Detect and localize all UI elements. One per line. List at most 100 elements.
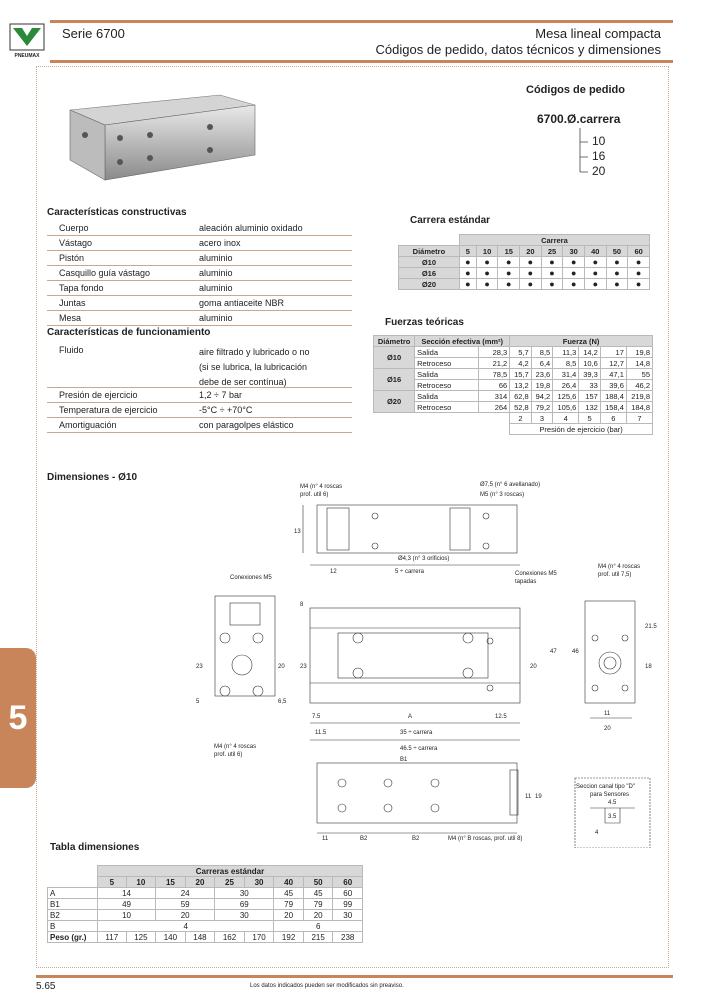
table-header: 40 xyxy=(583,245,607,257)
footer-rule xyxy=(36,975,673,978)
table-cell: 105,6 xyxy=(552,401,580,413)
svg-text:B2: B2 xyxy=(412,836,420,842)
svg-text:11: 11 xyxy=(322,836,329,842)
table-cell: ● xyxy=(519,278,542,290)
header-rule xyxy=(50,20,673,23)
table-cell: 14,8 xyxy=(625,357,654,369)
table-cell: ● xyxy=(540,278,564,290)
table-header: Ø20 xyxy=(372,390,416,413)
table-cell: ● xyxy=(605,278,629,290)
table-cell: ● xyxy=(583,278,607,290)
table-cell: 188,4 xyxy=(599,390,627,402)
svg-text:B1: B1 xyxy=(400,757,408,763)
table-cell: Salida xyxy=(414,346,479,358)
table-cell: 55 xyxy=(625,368,654,380)
table-cell: 26,4 xyxy=(552,379,580,391)
spec-row: Fluido aire filtrado y lubricado o no (s… xyxy=(47,343,352,388)
forces-heading: Fuerzas teóricas xyxy=(385,317,464,328)
table-cell: 39,3 xyxy=(578,368,601,380)
table-header: Ø16 xyxy=(372,368,416,391)
table-cell: 46,2 xyxy=(625,379,654,391)
order-option: 16 xyxy=(592,149,606,163)
svg-text:M4 (n° B roscas, prof. util 8): M4 (n° B roscas, prof. util 8) xyxy=(448,836,522,842)
operation-heading: Características de funcionamiento xyxy=(47,327,211,338)
table-cell: 11,3 xyxy=(552,346,580,358)
footer-note: Los datos indicados pueden ser modificad… xyxy=(250,983,404,989)
table-cell: 219,8 xyxy=(625,390,654,402)
table-header: Ø10 xyxy=(372,346,416,369)
table-cell: 30 xyxy=(332,909,363,921)
table-cell: ● xyxy=(519,267,542,279)
svg-text:11.5: 11.5 xyxy=(315,730,327,736)
svg-text:M4 (n° 4 roscas: M4 (n° 4 roscas xyxy=(214,744,256,750)
page-number: 5.65 xyxy=(36,981,56,992)
dim-table-heading: Tabla dimensiones xyxy=(50,842,140,853)
table-cell: 20 xyxy=(302,909,334,921)
table-cell: Presión de ejercicio (bar) xyxy=(509,423,653,435)
table-cell: 10,6 xyxy=(578,357,601,369)
product-photo xyxy=(69,94,256,181)
table-cell: 132 xyxy=(578,401,601,413)
section-tab: 5 xyxy=(0,648,36,788)
table-cell: 21,2 xyxy=(477,357,511,369)
table-cell: 238 xyxy=(332,931,363,943)
page-title: Mesa lineal compacta xyxy=(535,26,661,41)
table-header: Ø10 xyxy=(398,256,460,268)
table-cell: 4 xyxy=(552,412,580,424)
table-cell: 20 xyxy=(273,909,304,921)
table-header: 50 xyxy=(605,245,629,257)
table-cell: 148 xyxy=(184,931,216,943)
table-cell: ● xyxy=(540,267,564,279)
svg-text:B2: B2 xyxy=(360,836,368,842)
table-header: 25 xyxy=(540,245,564,257)
table-cell: ● xyxy=(562,256,585,268)
table-row: Ø16●●●●●●●●● xyxy=(398,267,650,279)
svg-text:18: 18 xyxy=(645,664,652,670)
dimensions-heading: Dimensiones - Ø10 xyxy=(47,472,138,483)
table-cell: 13,2 xyxy=(509,379,532,391)
table-header: 10 xyxy=(125,876,157,888)
table-cell: 94,2 xyxy=(530,390,554,402)
table-cell: 192 xyxy=(273,931,304,943)
table-cell: 158,4 xyxy=(599,401,627,413)
table-row: Ø20●●●●●●●●● xyxy=(398,278,650,290)
stroke-heading: Carrera estándar xyxy=(410,215,491,226)
table-cell: 45 xyxy=(273,887,304,899)
svg-text:5: 5 xyxy=(196,699,200,705)
svg-text:Conexiones M5: Conexiones M5 xyxy=(515,571,557,577)
svg-text:PNEUMAX: PNEUMAX xyxy=(14,53,40,59)
table-cell: 14 xyxy=(96,887,157,899)
svg-text:5 ÷ carrera: 5 ÷ carrera xyxy=(395,569,425,575)
table-cell: 5,7 xyxy=(509,346,532,358)
table-row: Presión de ejercicio (bar) xyxy=(374,423,653,435)
svg-text:20: 20 xyxy=(604,726,611,732)
table-cell: 117 xyxy=(97,931,127,943)
order-code-bracket xyxy=(579,128,588,173)
svg-text:13: 13 xyxy=(294,529,301,535)
table-cell: 10 xyxy=(96,909,157,921)
table-cell xyxy=(398,234,460,246)
table-cell: B2 xyxy=(47,909,98,921)
svg-text:prof. util 6): prof. util 6) xyxy=(300,492,328,498)
table-cell: 30 xyxy=(214,887,275,899)
table-cell: ● xyxy=(562,278,585,290)
table-header: 5 xyxy=(97,876,127,888)
order-codes-heading: Códigos de pedido xyxy=(526,84,625,96)
svg-text:12.5: 12.5 xyxy=(495,714,507,720)
table-cell: 157 xyxy=(578,390,601,402)
